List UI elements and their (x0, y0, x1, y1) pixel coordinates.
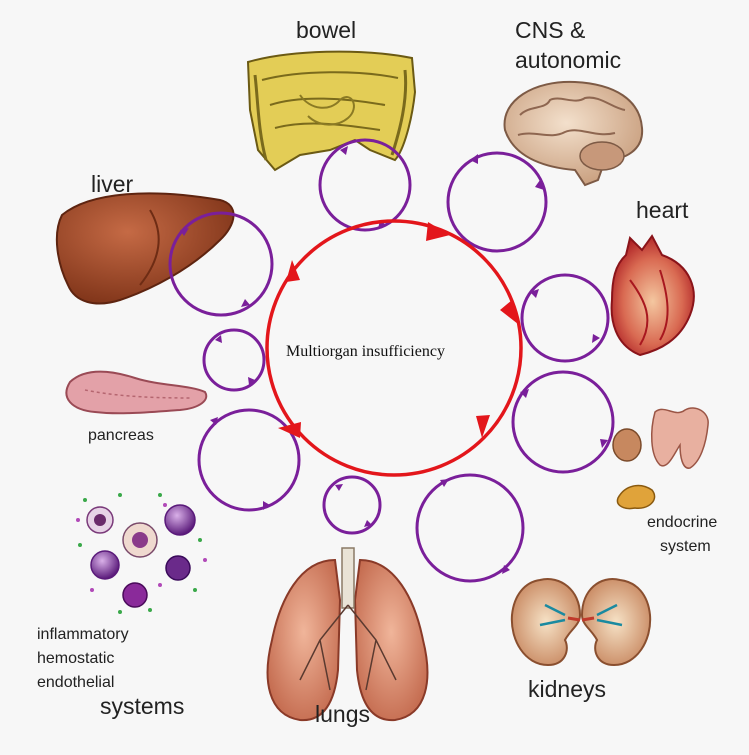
cycle-endocrine (513, 372, 613, 472)
brain-illustration (505, 82, 643, 185)
cycle-systems (199, 410, 299, 510)
label-systems-line1: inflammatory (37, 624, 129, 646)
label-lungs: lungs (315, 702, 370, 726)
pancreas-illustration (66, 372, 206, 414)
label-systems-line4: systems (100, 694, 184, 718)
cycle-lungs (324, 477, 380, 533)
label-endocrine-line1: endocrine (647, 512, 717, 534)
label-cns-line1: CNS & (515, 18, 585, 42)
heart-illustration (612, 236, 694, 355)
cycle-pancreas (204, 330, 264, 390)
blood-cells-illustration (76, 493, 207, 614)
label-endocrine-line2: system (660, 536, 711, 558)
center-title: Multiorgan insufficiency (286, 343, 445, 361)
label-bowel: bowel (296, 18, 356, 42)
label-pancreas: pancreas (88, 428, 154, 445)
cycle-heart (522, 275, 608, 361)
endocrine-illustration (613, 408, 708, 509)
kidneys-illustration (512, 579, 650, 665)
liver-illustration (57, 193, 234, 303)
label-liver: liver (91, 172, 133, 196)
label-kidneys: kidneys (528, 677, 606, 701)
cycle-bowel (320, 140, 410, 230)
cycle-cns (448, 153, 546, 251)
bowel-illustration (248, 52, 415, 170)
label-systems-line2: hemostatic (37, 648, 114, 670)
label-heart: heart (636, 198, 688, 222)
lungs-illustration (268, 548, 428, 720)
cycle-kidneys (417, 475, 523, 581)
label-systems-line3: endothelial (37, 672, 114, 694)
label-cns-line2: autonomic (515, 48, 621, 72)
